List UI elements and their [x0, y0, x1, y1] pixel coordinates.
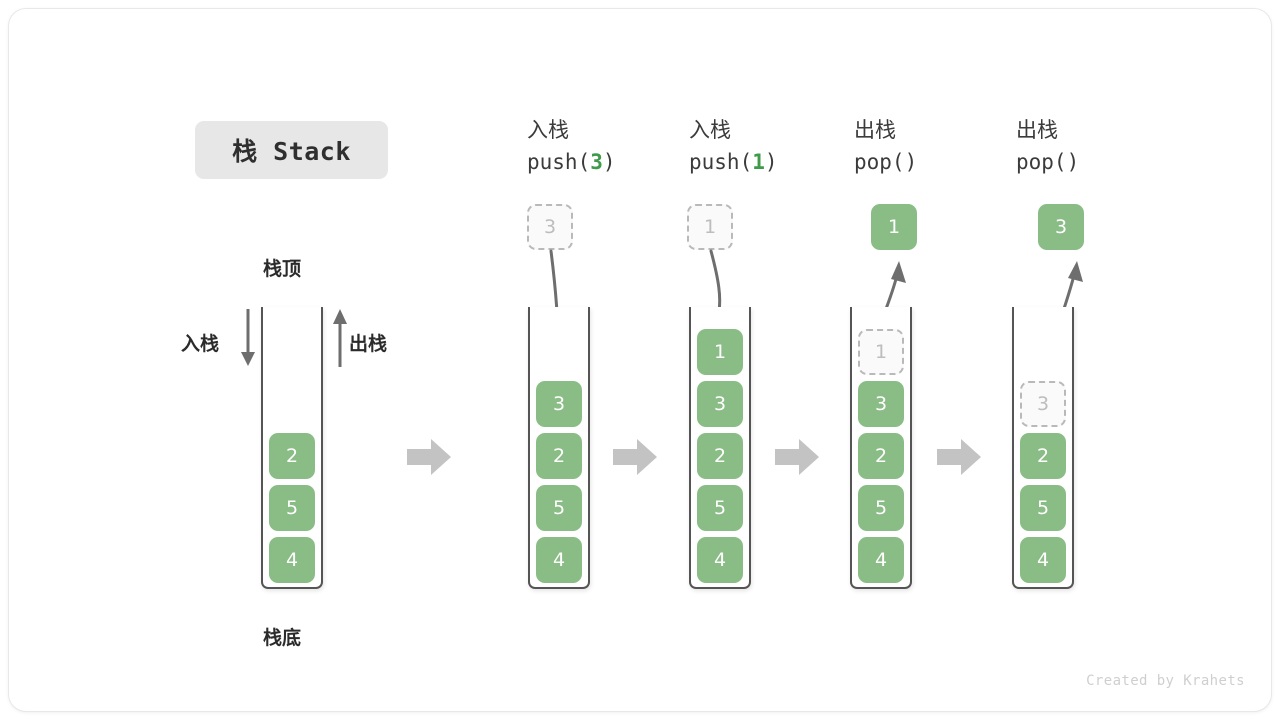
step-header-pop-3: 出栈 pop(): [1016, 115, 1079, 178]
step-header-code: pop(): [854, 149, 918, 174]
stack-cell: 3: [536, 381, 582, 427]
stack-cell: 2: [697, 433, 743, 479]
flow-arrow-4: [937, 439, 981, 475]
stack-cell: 5: [536, 485, 582, 531]
step-header-arg: 3: [590, 149, 603, 174]
step-header-push-3: 入栈 push(3): [527, 115, 616, 178]
stack-cell: 4: [269, 537, 315, 583]
flow-arrow-3: [775, 439, 819, 475]
step-header-pop-1: 出栈 pop(): [854, 115, 917, 178]
step-header-cn: 入栈: [689, 118, 731, 142]
stack-cell: 5: [697, 485, 743, 531]
stack-cell: 2: [269, 433, 315, 479]
stack-cell: 2: [858, 433, 904, 479]
step-header-arg: 1: [752, 149, 765, 174]
stack-top-label: 栈顶: [263, 258, 302, 280]
incoming-ghost-cell: 1: [687, 204, 733, 250]
arrow-up-icon: [333, 309, 347, 367]
step-header-cn: 入栈: [527, 118, 569, 142]
step-header-push-1: 入栈 push(1): [689, 115, 778, 178]
diagram-card: 栈 Stack 栈顶 栈底 入栈 出栈 2 5 4 入栈 push(3) 3 3…: [8, 8, 1272, 712]
stack-cell: 4: [536, 537, 582, 583]
push-label: 入栈: [181, 333, 220, 355]
step-header-code: push(1): [689, 149, 778, 174]
ghost-cell-in-stack: 3: [1020, 381, 1066, 427]
stack-cell: 3: [858, 381, 904, 427]
flow-arrow-2: [613, 439, 657, 475]
step-header-cn: 出栈: [854, 118, 896, 142]
stack-cell: 4: [1020, 537, 1066, 583]
arrow-down-icon: [241, 309, 255, 366]
flow-arrow-1: [407, 439, 451, 475]
stack-cell: 5: [1020, 485, 1066, 531]
step-header-code: push(3): [527, 149, 616, 174]
incoming-ghost-cell: 3: [527, 204, 573, 250]
stack-cell: 5: [269, 485, 315, 531]
stack-cell: 1: [697, 329, 743, 375]
stack-cell: 2: [1020, 433, 1066, 479]
outgoing-cell: 3: [1038, 204, 1084, 250]
stack-cell: 4: [697, 537, 743, 583]
outgoing-cell: 1: [871, 204, 917, 250]
stack-cell: 2: [536, 433, 582, 479]
stack-cell: 5: [858, 485, 904, 531]
ghost-cell-in-stack: 1: [858, 329, 904, 375]
stack-bottom-label: 栈底: [263, 627, 302, 649]
pop-label: 出栈: [349, 333, 388, 355]
step-header-code: pop(): [1016, 149, 1080, 174]
diagram-title: 栈 Stack: [195, 121, 388, 179]
stack-cell: 3: [697, 381, 743, 427]
credit-footer: Created by Krahets: [1086, 673, 1245, 689]
stack-cell: 4: [858, 537, 904, 583]
step-header-cn: 出栈: [1016, 118, 1058, 142]
